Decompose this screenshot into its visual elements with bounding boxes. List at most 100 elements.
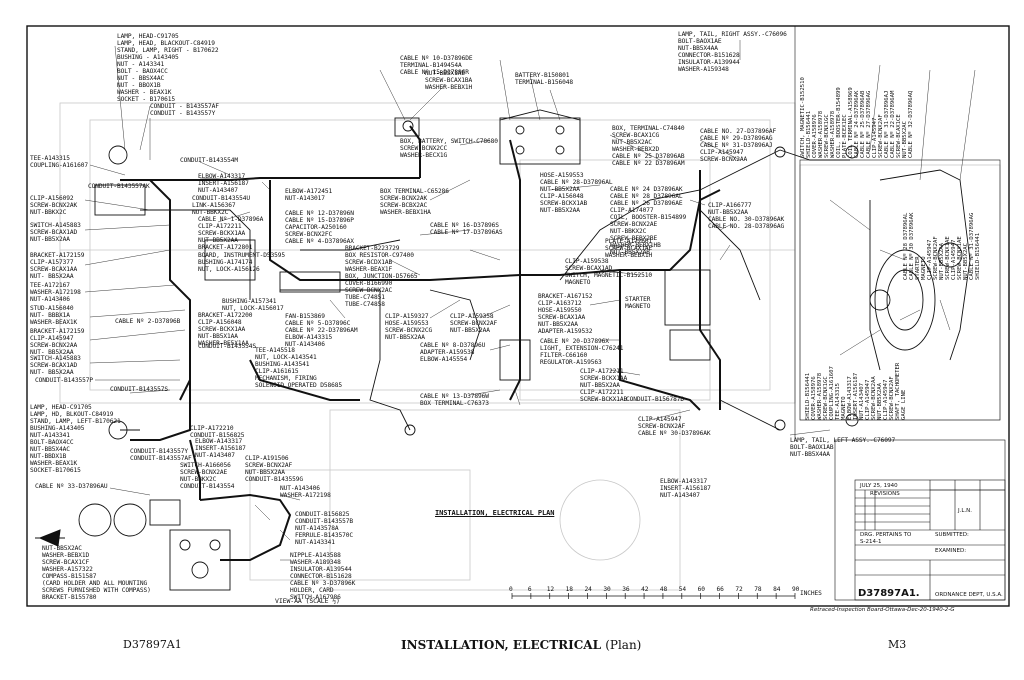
part-label: SCREW-BCBX2AC	[380, 202, 428, 209]
part-label: BRACKET-A172159	[30, 328, 85, 335]
part-label: REGULATOR-A159563	[540, 359, 602, 366]
part-label: BRACKET-A172200	[198, 312, 253, 319]
part-label: SOCKET - B170615	[117, 96, 176, 103]
part-label: TERMINAL-B156048	[515, 79, 574, 86]
part-label: BUSHING - A143405	[117, 54, 179, 61]
part-label: SWITCH-A167986	[290, 594, 341, 601]
part-label: NUT-BB5X2AA	[198, 237, 238, 244]
part-label: SCREW-BCNX2AK	[380, 195, 428, 202]
part-label: ELBOW-A145554	[420, 356, 468, 363]
part-label: CONDUIT-B143554U	[192, 195, 251, 202]
part-label: CABLE NO. 30-D37896AK	[708, 216, 785, 223]
part-label: CABLE Nº 25 D37896AB	[612, 153, 685, 160]
part-label: SCREW-BCDX1AB	[345, 259, 393, 266]
part-label: CLIP-A157377	[30, 259, 74, 266]
part-label: NUT-BB5X2AB	[610, 249, 650, 256]
part-label: HOSE-A159553	[540, 172, 584, 179]
part-label: SWITCH-A145883	[30, 355, 81, 362]
part-label: TEE-A172167	[30, 282, 70, 289]
part-label: CLIP-A159538	[565, 258, 609, 265]
scale-tick-label: 72	[735, 586, 743, 593]
part-label: WASHER-A157322	[42, 566, 93, 573]
label-group: CABLE Nº 33-D37896AU	[35, 483, 108, 490]
part-label: COIL, BOOSTER-B154899	[610, 214, 687, 221]
part-label: HOSE-A159553	[385, 320, 429, 327]
part-label: WASHER-BEBX1HB	[610, 242, 661, 249]
part-label: SCREW-BCAX1AD	[565, 265, 613, 272]
part-label: CLIP-A163712	[538, 300, 582, 307]
part-label: CABLE Nº 10-D37896DE	[400, 55, 473, 62]
part-label: NUT-A143407	[198, 187, 238, 194]
part-label: NUT-BB5X2AA	[450, 327, 490, 334]
tb-examined: EXAMINED:	[935, 548, 967, 554]
part-label: BUSHING-A157341	[222, 298, 277, 305]
part-label: CLIP-A145947	[700, 149, 744, 156]
part-label: NUT-BB5X2AC	[612, 139, 652, 146]
part-label: INSULATOR-A139944	[678, 59, 740, 66]
part-label: CONDUIT-B143557Y	[130, 448, 189, 455]
part-label: INSERT-A156187	[195, 445, 246, 452]
part-label: BOX TERMINAL-C76373	[420, 400, 489, 407]
tb-initials: J.L.N.	[958, 508, 973, 514]
part-label: BOX, JUNCTION-D57665	[345, 273, 418, 280]
part-label: TERMINAL-B149454A	[400, 62, 462, 69]
part-label: ADAPTER-A159538	[420, 349, 475, 356]
part-label: INSERT-A156187	[198, 180, 249, 187]
part-label: NUT-BBKX2C	[30, 209, 67, 216]
scale-unit: INCHES	[800, 590, 822, 597]
part-label: STUD-A156040	[30, 305, 74, 312]
scale-tick-label: 48	[659, 586, 668, 593]
part-label: CABLE Nº 28-D37896AL	[540, 179, 613, 186]
part-label: CABLE Nº 24 D37896AK	[610, 186, 683, 193]
tb-drg-pertains: DRG. PERTAINS TO	[860, 532, 912, 538]
part-label: WASHER-BEAX1F	[345, 266, 393, 273]
part-label: NUT-BBKX2C	[180, 476, 217, 483]
part-label: BRACKET-B155780	[42, 594, 97, 601]
part-label: LAMP, HEAD, BLACKOUT-C84919	[117, 40, 215, 47]
part-label: CABLE Nº 33-D37896AU	[35, 483, 108, 490]
part-label: COUPLING-A161607	[30, 162, 89, 169]
part-label: NUT - BBSX4AC	[117, 75, 165, 82]
part-label: NUT-BB5X2AA	[30, 236, 70, 243]
part-label: CLIP-A166777	[708, 202, 752, 209]
part-label: CLIP-A174077	[610, 207, 654, 214]
part-label: BOARD, INSTRUMENT-D53595	[198, 252, 286, 259]
part-label: SCREW-BCNX2CG	[385, 327, 433, 334]
scale-tick-label: 30	[603, 586, 611, 593]
part-label: INSERT-A156187	[660, 485, 711, 492]
part-label: SCREW-BCAX1AD	[30, 362, 78, 369]
part-label: SCREW-BCKX1AA	[198, 230, 246, 237]
part-label: SCREW-BCAX1CG	[612, 132, 660, 139]
part-label: ELBOW-A143317	[198, 173, 246, 180]
part-label: TEE-A143315	[30, 155, 70, 162]
part-label: SCREW-BCNX2AE	[610, 221, 658, 228]
part-label: ELBOW-A172451	[285, 188, 333, 195]
scale-tick-label: 90	[792, 586, 800, 593]
part-label: CABLE NO. 27-D37896AF	[700, 128, 777, 135]
part-label: SOLENOID OPERATED D58685	[255, 382, 343, 389]
part-label: NUT-BB5X2AA	[245, 469, 285, 476]
caption-drawing-number: D37897A1	[123, 638, 182, 651]
part-label: NUT-BB5X4AC	[30, 446, 70, 453]
part-label: CABLE Nº 3-D37896K	[290, 580, 356, 587]
part-label: CABLE Nº 31-D37896AJ	[700, 142, 773, 149]
part-label: NUT-BBDX1B	[30, 453, 67, 460]
scale-tick-label: 24	[584, 586, 592, 593]
part-label: SOCKET-B170615	[30, 467, 81, 474]
